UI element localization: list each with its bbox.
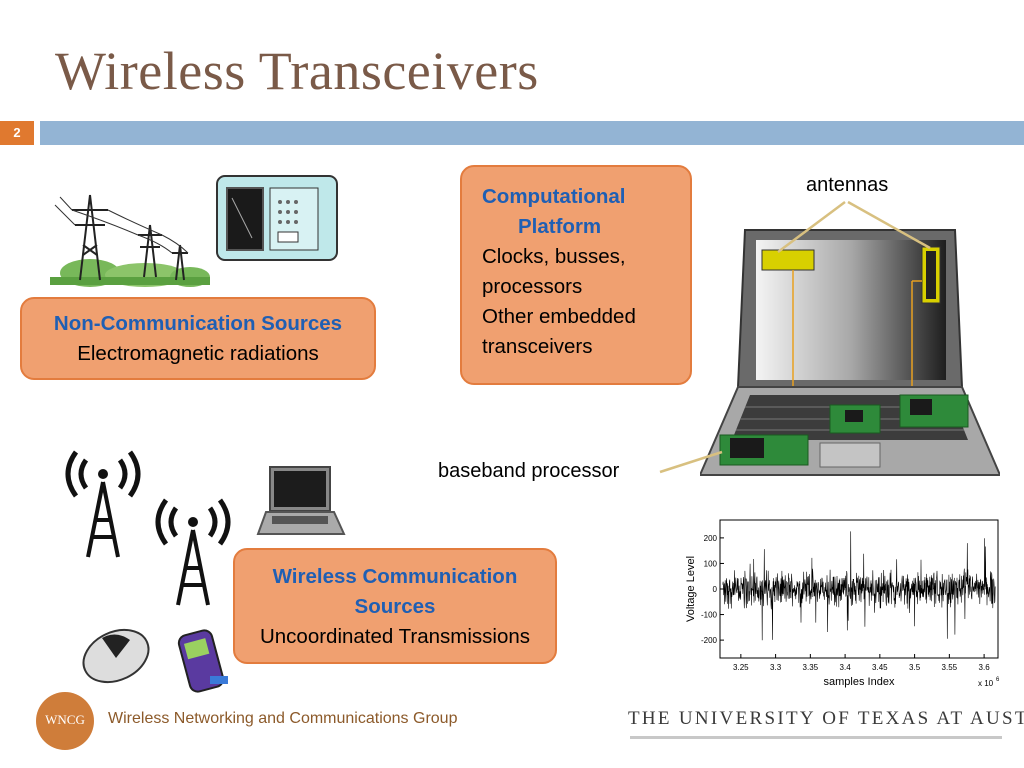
computational-line-3: Other embedded: [482, 305, 636, 328]
y-tick-label: -100: [701, 611, 718, 620]
computational-heading-line1: Computational: [482, 185, 626, 208]
voltage-chart: 200 100 0 -100 -200 3.25 3.3 3.35 3.4 3.45 3.5 3.5…: [685, 519, 1000, 688]
computational-heading-line2: Platform: [518, 215, 602, 238]
x-tick-label: 3.5: [909, 663, 921, 672]
y-tick-label: 0: [713, 585, 718, 594]
computational-line-1: Clocks, busses,: [482, 245, 626, 268]
x-multiplier-label: x 10: [978, 679, 994, 688]
laptop-antennas-illustration: [700, 229, 1000, 476]
wireless-body: Uncoordinated Transmissions: [259, 625, 531, 648]
x-axis-label: samples Index: [824, 676, 895, 688]
wireless-communication-sources-box: Wireless Communication Sources Uncoordin…: [233, 548, 557, 664]
mouse-icon: [82, 628, 150, 684]
slide-title: Wireless Transceivers: [55, 41, 539, 101]
x-tick-label: 3.45: [872, 663, 888, 672]
x-tick-label: 3.35: [803, 663, 819, 672]
computational-platform-box: Computational Platform Clocks, busses, p…: [460, 165, 692, 385]
radio-tower-icon: [65, 450, 141, 558]
y-tick-label: 100: [704, 559, 718, 568]
computational-line-2: processors: [482, 275, 583, 298]
title-divider-bar: [40, 121, 1024, 145]
wncg-logo: WNCG: [36, 692, 94, 750]
university-name: THE UNIVERSITY OF TEXAS AT AUSTIN: [628, 708, 1024, 729]
wireless-heading-line1: Wireless Communication: [272, 565, 518, 588]
x-tick-label: 3.6: [979, 663, 991, 672]
wireless-heading-line2: Sources: [354, 595, 436, 618]
voltage-trace: [722, 531, 996, 641]
x-tick-label: 3.25: [733, 663, 749, 672]
x-tick-label: 3.3: [770, 663, 782, 672]
non-communication-sources-box: Non-Communication Sources Electromagneti…: [20, 297, 376, 380]
cell-phone-icon: [177, 629, 228, 693]
non-communication-heading: Non-Communication Sources: [53, 312, 343, 335]
slide-number: 2: [0, 121, 34, 145]
radio-tower-icon: [155, 498, 231, 606]
university-underline: [630, 736, 1002, 739]
microwave-illustration: [216, 175, 338, 261]
y-tick-label: 200: [704, 534, 718, 543]
antennas-label: antennas: [806, 174, 889, 196]
y-axis-label: Voltage Level: [685, 556, 697, 622]
footer-group-name: Wireless Networking and Communications G…: [108, 710, 458, 727]
computational-line-4: transceivers: [482, 335, 593, 358]
baseband-processor-label: baseband processor: [438, 460, 620, 482]
laptop-icon: [256, 466, 346, 535]
x-tick-label: 3.4: [840, 663, 852, 672]
x-tick-label: 3.55: [942, 663, 958, 672]
voltage-series-line: [722, 531, 996, 641]
x-multiplier-exponent: 6: [996, 677, 1000, 683]
non-communication-body: Electromagnetic radiations: [77, 342, 319, 365]
power-lines-illustration: [50, 194, 210, 287]
y-tick-label: -200: [701, 636, 718, 645]
